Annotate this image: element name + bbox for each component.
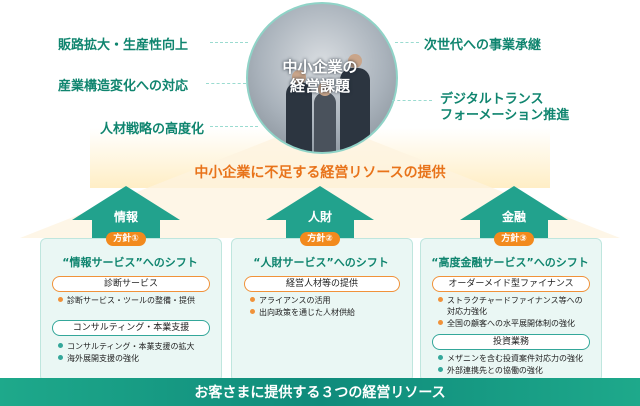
person-figure [314, 92, 336, 152]
bullet-icon [250, 297, 255, 302]
panel-title: “高度金融サービス”へのシフト [431, 256, 589, 269]
bullet-icon [438, 355, 443, 360]
person-head [292, 70, 306, 84]
bullet-icon [58, 355, 63, 360]
person-head [348, 54, 362, 68]
list-item: 海外展開支援の強化 [58, 354, 139, 364]
issue-sales: 販路拡大・生産性向上 [58, 38, 189, 53]
list-item-continued: 対応力強化 [447, 307, 487, 316]
footer-bar [0, 378, 640, 406]
service-pill: オーダーメイド型ファイナンス [432, 276, 590, 292]
connector-line [392, 100, 432, 101]
arrow-label-info: 情報 [113, 210, 138, 224]
service-pill: 診断サービス [52, 276, 210, 292]
panel-title: “情報サービス”へのシフト [62, 256, 198, 269]
bullet-icon [438, 367, 443, 372]
arrow-info [72, 186, 180, 238]
service-pill: コンサルティング・本業支援 [52, 320, 210, 336]
person-figure [286, 82, 312, 152]
list-item: 診断サービス・ツールの整備・提供 [58, 296, 195, 306]
connector-line [210, 126, 258, 127]
list-item: アライアンスの活用 [250, 296, 331, 306]
panel-title: “人財サービス”へのシフト [253, 256, 389, 269]
connector-line [206, 83, 246, 84]
service-pill: 投資業務 [432, 334, 590, 350]
panel-info [40, 238, 222, 382]
arrow-label-hr: 人財 [307, 210, 332, 224]
panel-finance [420, 238, 602, 382]
person-figure [340, 68, 370, 152]
arrow-label-finance: 金融 [501, 210, 526, 224]
bullet-icon [438, 320, 443, 325]
connector-line [395, 42, 419, 43]
arrow-finance [460, 186, 568, 238]
person-head [318, 82, 332, 96]
policy-badge: 方針② [300, 232, 340, 246]
connector-line [210, 42, 248, 43]
center-title: 中小企業の 経営課題 [282, 58, 358, 95]
section-heading: 中小企業に不足する経営リソースの提供 [194, 165, 446, 181]
issue-industry: 産業構造変化への対応 [58, 79, 189, 94]
list-item: メザニンを含む投資案件対応力の強化 [438, 354, 583, 364]
service-pill: 経営人材等の提供 [244, 276, 400, 292]
policy-badge: 方針① [106, 232, 146, 246]
policy-badge: 方針③ [494, 232, 534, 246]
list-item: 外部連携先との協働の強化 [438, 366, 543, 376]
list-item: ストラクチャードファイナンス等への [438, 296, 583, 306]
list-item: 出向政策を通じた人材供給 [250, 308, 355, 318]
list-item: コンサルティング・本業支援の拡大 [58, 342, 195, 352]
bullet-icon [58, 297, 63, 302]
bullet-icon [250, 309, 255, 314]
issue-dx: デジタルトランス フォーメーション推進 [440, 92, 570, 123]
center-photo-circle [246, 2, 398, 154]
list-item: 全国の顧客への水平展開体制の強化 [438, 319, 575, 329]
issue-hr: 人材戦略の高度化 [100, 122, 205, 137]
panel-hr [231, 238, 413, 382]
footer-text: お客さまに提供する３つの経営リソース [194, 385, 446, 401]
arrow-hr [266, 186, 374, 238]
bullet-icon [438, 297, 443, 302]
issue-succession: 次世代への事業承継 [424, 38, 542, 53]
bullet-icon [58, 343, 63, 348]
